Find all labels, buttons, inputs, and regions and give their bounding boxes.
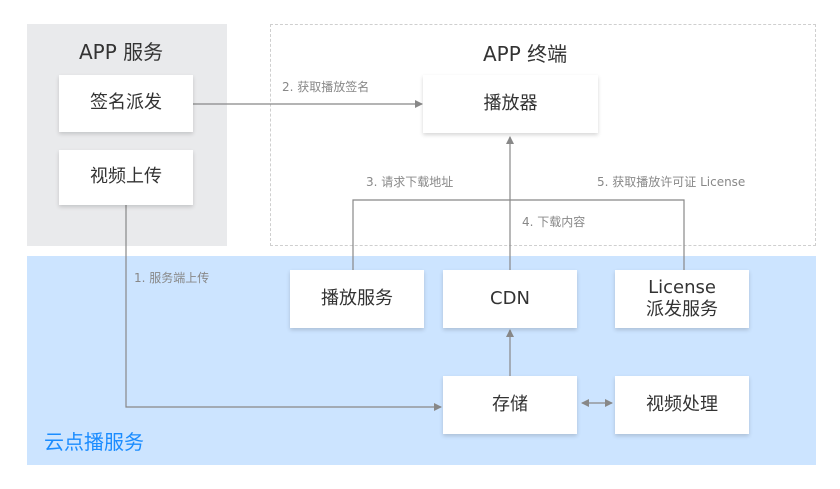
app-terminal-title: APP 终端 — [483, 42, 568, 66]
node-storage: 存储 — [443, 376, 577, 434]
node-sign-dispatch: 签名派发 — [59, 75, 193, 132]
node-play-service-label: 播放服务 — [321, 287, 393, 309]
node-sign-dispatch-label: 签名派发 — [90, 92, 162, 114]
node-player: 播放器 — [423, 75, 598, 133]
edge-label-server-upload: 1. 服务端上传 — [134, 271, 210, 285]
node-license-service: License 派发服务 — [615, 270, 749, 328]
app-service-title: APP 服务 — [79, 40, 164, 64]
edge-label-get-signature: 2. 获取播放签名 — [282, 80, 370, 94]
vod-service-title: 云点播服务 — [44, 430, 144, 454]
node-play-service: 播放服务 — [290, 270, 424, 328]
edge-label-download-content: 4. 下载内容 — [522, 215, 586, 229]
edge-label-request-url: 3. 请求下载地址 — [366, 175, 454, 189]
node-player-label: 播放器 — [483, 92, 538, 114]
node-video-upload: 视频上传 — [59, 150, 193, 205]
node-video-processing: 视频处理 — [615, 376, 749, 434]
node-license-service-label: License 派发服务 — [646, 276, 718, 321]
node-storage-label: 存储 — [492, 393, 528, 415]
node-cdn-label: CDN — [490, 287, 530, 309]
edge-label-get-license: 5. 获取播放许可证 License — [597, 175, 746, 189]
node-video-upload-label: 视频上传 — [90, 166, 162, 188]
node-video-processing-label: 视频处理 — [646, 393, 718, 415]
node-cdn: CDN — [443, 270, 577, 328]
